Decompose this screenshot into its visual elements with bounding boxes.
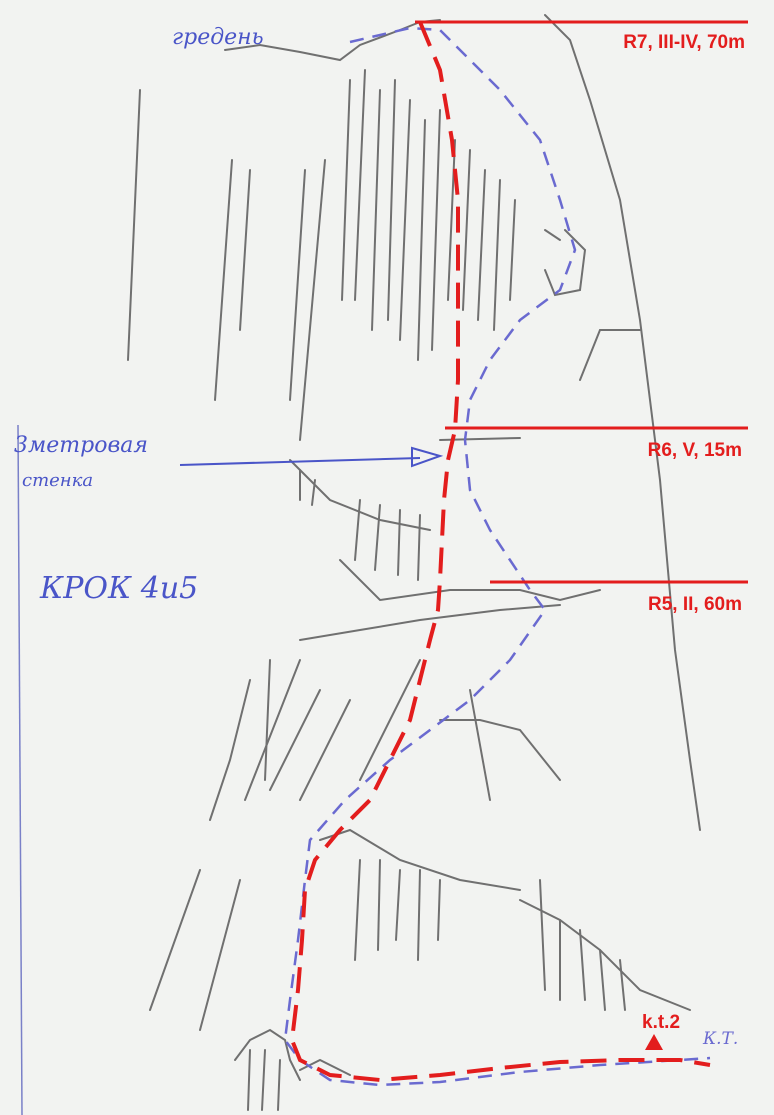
ridge-note: гредень <box>172 25 264 50</box>
wall-note-line2: стенка <box>22 470 93 491</box>
control-point-label: k.t.2 <box>642 1012 680 1033</box>
sketch-note: КРОК 4и5 <box>39 571 198 606</box>
pitch-label-r7: R7, III-IV, 70m <box>623 32 745 53</box>
kt-note: К.Т. <box>702 1029 738 1049</box>
pitch-label-r6: R6, V, 15m <box>648 440 742 461</box>
wall-note-line1: 3метровая <box>14 433 148 458</box>
pitch-label-r5: R5, II, 60m <box>648 594 742 615</box>
